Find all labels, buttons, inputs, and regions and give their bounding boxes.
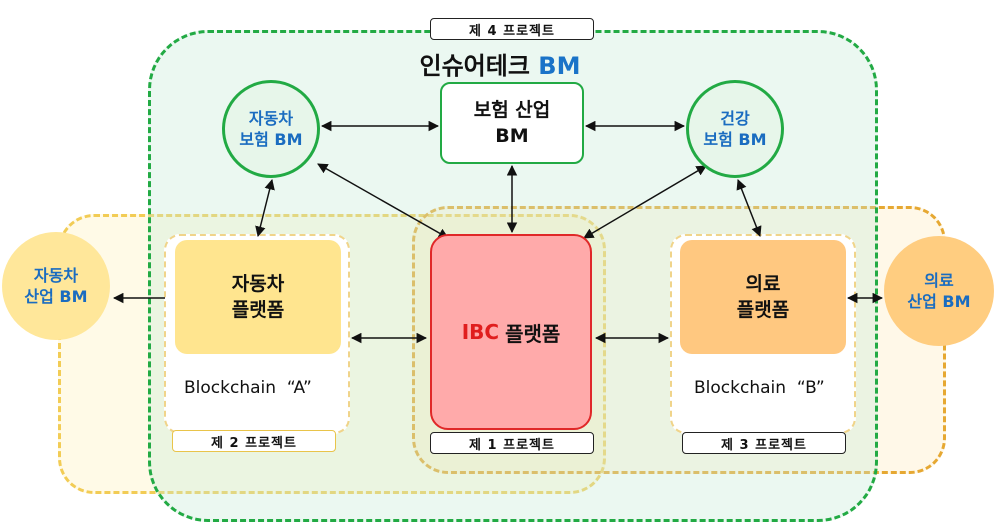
medical-industry-bm-label: 의료 산업 BM: [907, 271, 971, 311]
medical-industry-bm-node: 의료 산업 BM: [884, 236, 994, 346]
arrow-healthins-ibc: [583, 165, 707, 239]
insurance-industry-line2: BM: [495, 125, 529, 147]
health-insurance-bm-label: 건강 보험 BM: [703, 109, 767, 149]
arrow-autoins-autoplatform: [255, 178, 275, 238]
medical-platform-line2: 플랫폼: [736, 299, 790, 321]
medical-platform-node: 의료 플랫폼: [680, 240, 846, 354]
title-bm: BM: [538, 52, 581, 80]
auto-insurance-bm-node: 자동차 보험 BM: [222, 80, 320, 178]
insurance-industry-bm-node: 보험 산업 BM: [440, 82, 584, 164]
auto-industry-bm-node: 자동차 산업 BM: [2, 232, 110, 340]
ibc-platform-node: IBC 플랫폼: [430, 234, 592, 430]
project-1-label: 제 1 프로젝트: [430, 432, 594, 454]
health-insurance-bm-node: 건강 보험 BM: [686, 80, 784, 178]
title-main: 인슈어테크: [419, 52, 530, 80]
project-3-label: 제 3 프로젝트: [682, 432, 846, 454]
arrow-autoins-ibc: [317, 163, 449, 239]
auto-platform-node: 자동차 플랫폼: [175, 240, 341, 354]
blockchain-b-label: Blockchain “B”: [694, 378, 825, 398]
auto-platform-line1: 자동차: [231, 273, 285, 295]
ibc-platform-ibc: IBC: [461, 320, 500, 344]
insurance-industry-line1: 보험 산업: [473, 99, 551, 121]
auto-industry-bm-label: 자동차 산업 BM: [24, 266, 88, 306]
blockchain-a-label: Blockchain “A”: [184, 378, 312, 398]
ibc-platform-rest: 플랫폼: [505, 321, 561, 346]
arrow-healthins-medplatform: [736, 179, 762, 237]
medical-platform-line1: 의료: [745, 273, 781, 295]
project-4-label: 제 4 프로젝트: [430, 18, 594, 40]
auto-platform-line2: 플랫폼: [231, 299, 285, 321]
auto-insurance-bm-label: 자동차 보험 BM: [239, 109, 303, 149]
project-2-label: 제 2 프로젝트: [172, 430, 336, 452]
diagram-title: 인슈어테크 BM: [0, 46, 1000, 81]
